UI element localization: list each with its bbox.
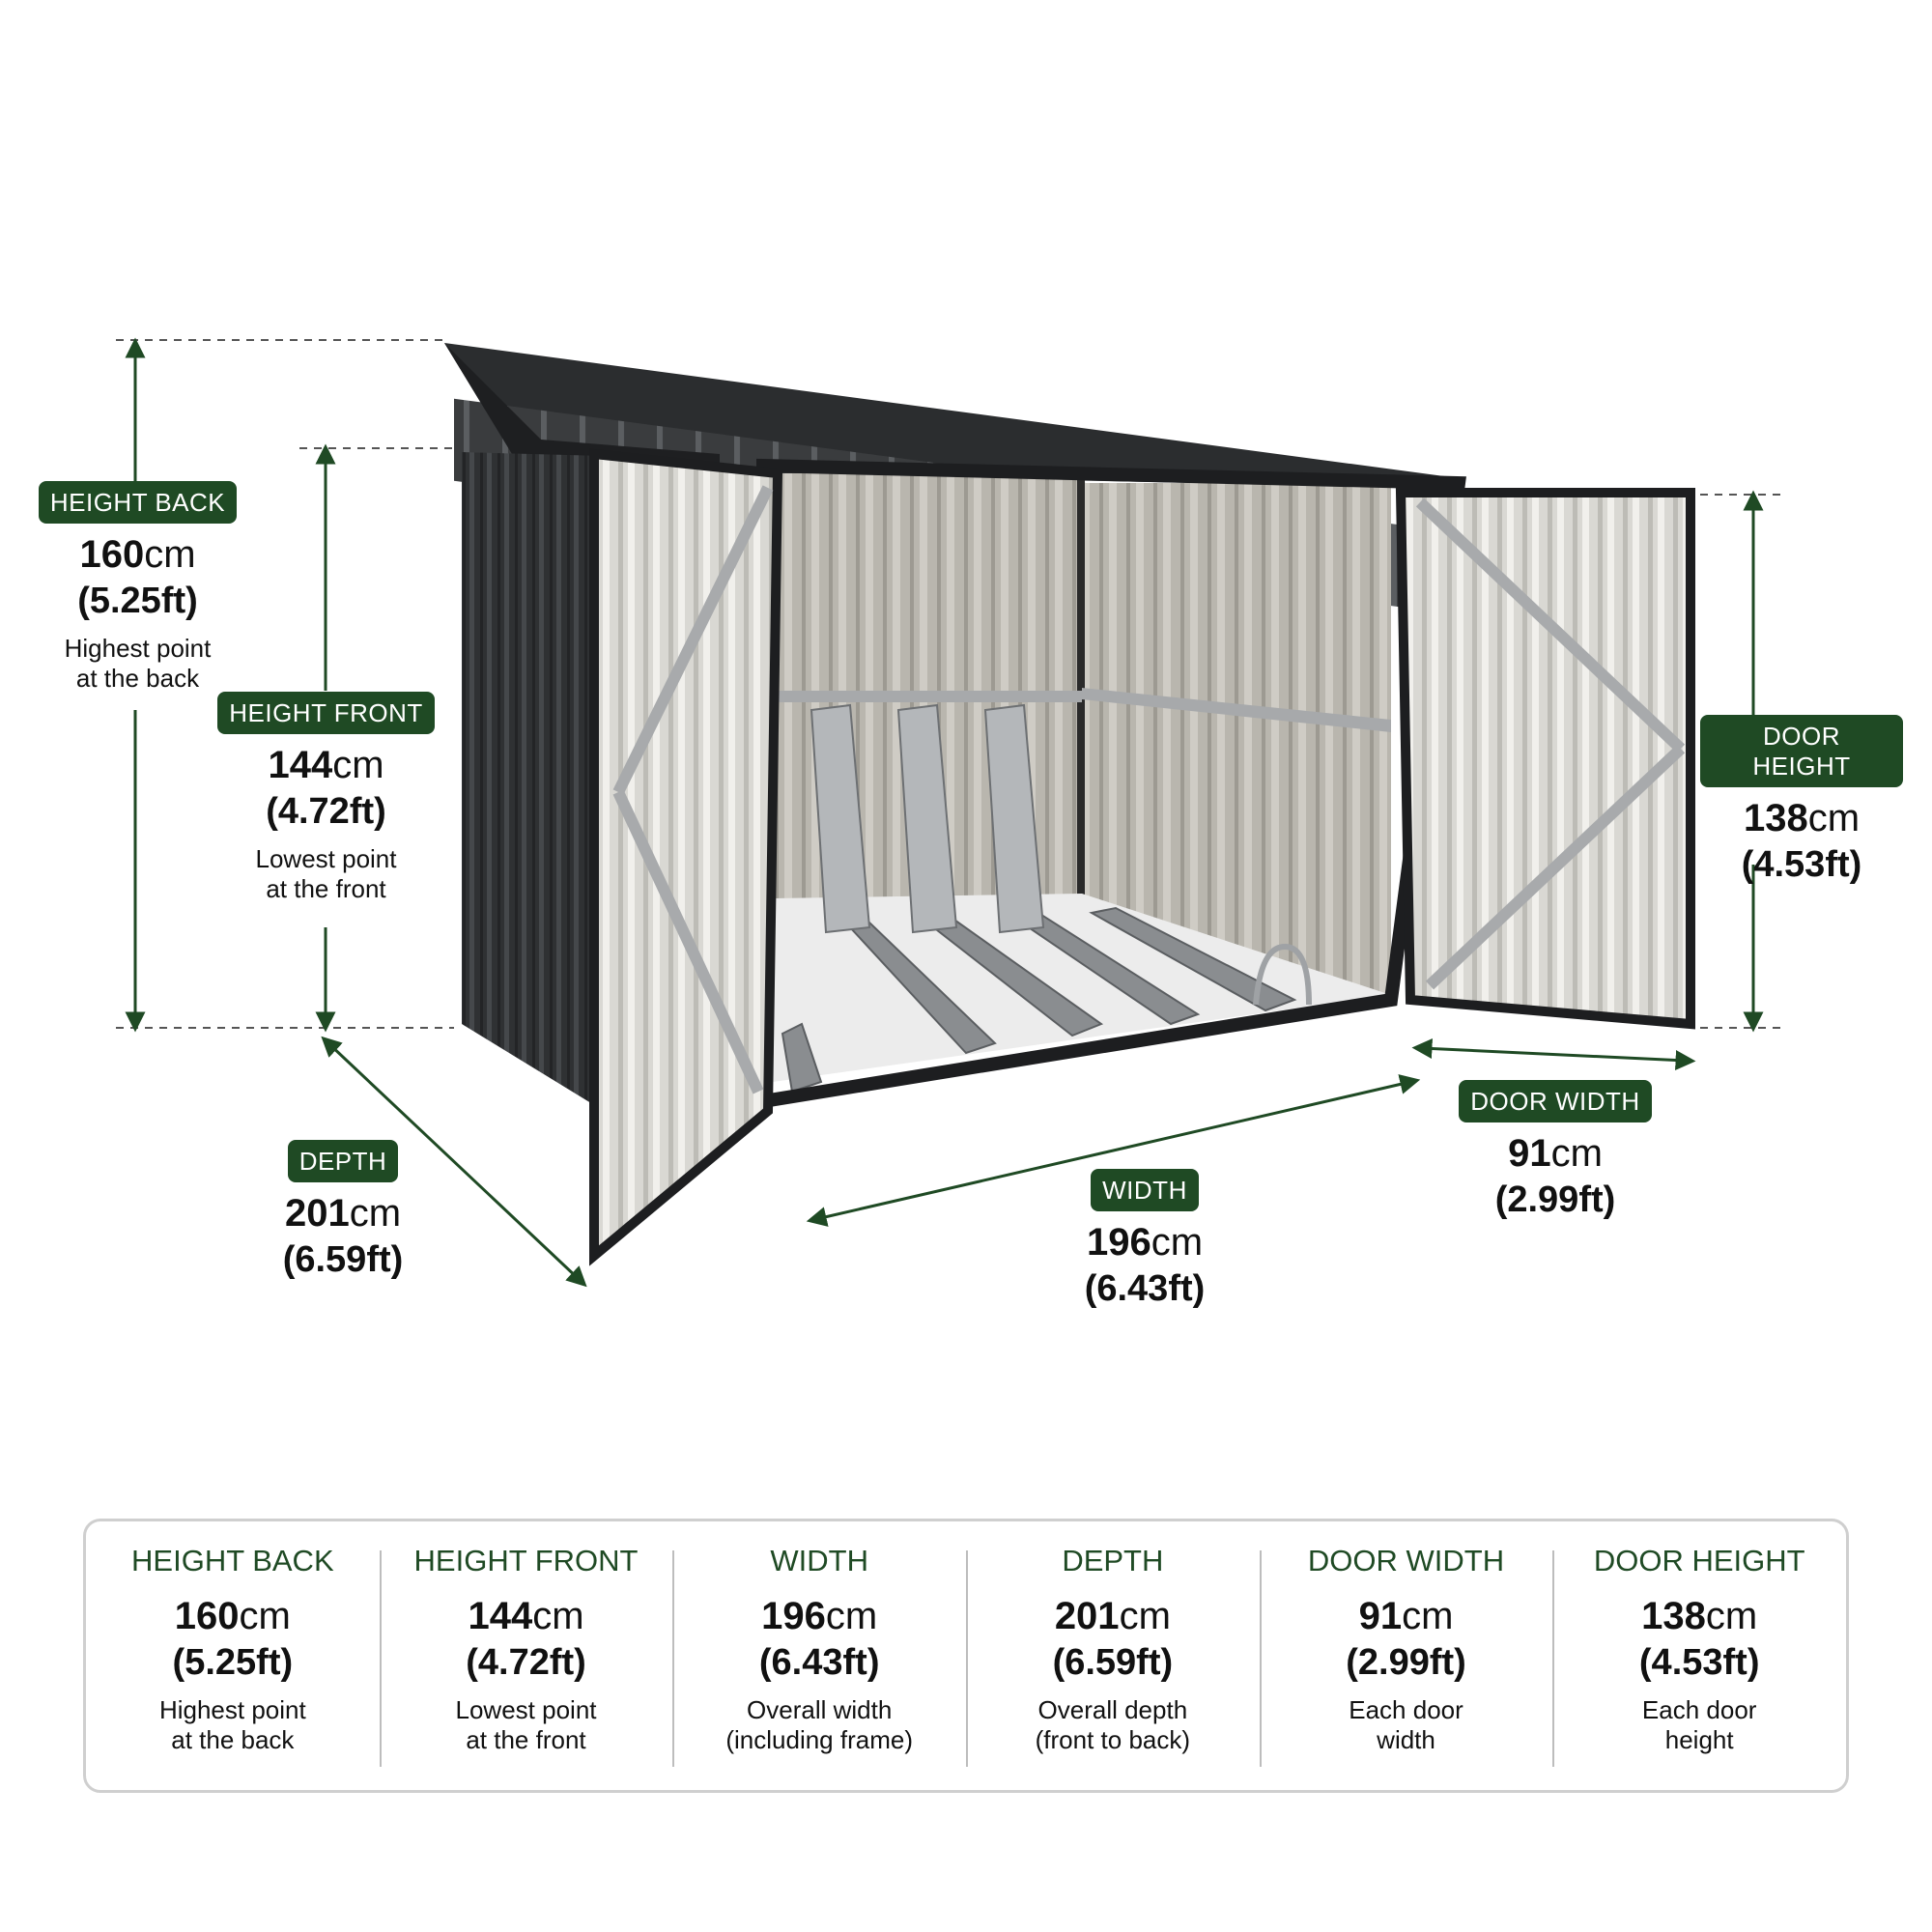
summary-label: WIDTH (770, 1544, 868, 1577)
summary-cm: 201cm (1054, 1595, 1171, 1637)
width-badge: WIDTH (1091, 1169, 1199, 1211)
summary-cell-height-back: HEIGHT BACK 160cm (5.25ft) Highest point… (86, 1521, 380, 1790)
door-height-callout: DOOR HEIGHT 138cm (4.53ft) (1700, 715, 1903, 888)
depth-cm: 201cm (284, 1192, 402, 1235)
door-height-cm: 138cm (1743, 797, 1861, 839)
summary-label: DEPTH (1062, 1544, 1164, 1577)
height-back-badge: HEIGHT BACK (38, 481, 238, 524)
width-ft: (6.43ft) (1084, 1268, 1206, 1309)
door-width-badge: DOOR WIDTH (1459, 1080, 1652, 1122)
summary-label: HEIGHT BACK (131, 1544, 334, 1577)
summary-label: DOOR WIDTH (1307, 1544, 1505, 1577)
summary-note: Overall depth(front to back) (1035, 1695, 1191, 1754)
depth-ft: (6.59ft) (282, 1239, 404, 1280)
summary-cm: 196cm (761, 1595, 878, 1637)
door-width-ft: (2.99ft) (1494, 1179, 1616, 1220)
summary-cm: 91cm (1358, 1595, 1454, 1637)
dimension-lines (116, 337, 1787, 1288)
summary-ft: (4.53ft) (1638, 1642, 1760, 1683)
summary-ft: (6.43ft) (758, 1642, 880, 1683)
summary-cell-depth: DEPTH 201cm (6.59ft) Overall depth(front… (966, 1521, 1260, 1790)
width-cm: 196cm (1086, 1221, 1204, 1264)
door-width-cm: 91cm (1508, 1132, 1603, 1175)
shed-body (444, 343, 1695, 1266)
dimensions-summary-table: HEIGHT BACK 160cm (5.25ft) Highest point… (83, 1519, 1849, 1793)
door-height-badge: DOOR HEIGHT (1700, 715, 1903, 787)
summary-cm: 144cm (468, 1595, 584, 1637)
depth-badge: DEPTH (287, 1140, 399, 1182)
width-callout: WIDTH 196cm (6.43ft) (1048, 1169, 1241, 1312)
summary-cm: 160cm (174, 1595, 291, 1637)
height-back-callout: HEIGHT BACK 160cm (5.25ft) Highest point… (19, 481, 256, 694)
summary-cm: 138cm (1641, 1595, 1758, 1637)
height-front-callout: HEIGHT FRONT 144cm (4.72ft) Lowest point… (213, 692, 440, 904)
height-back-cm: 160cm (79, 533, 196, 576)
depth-callout: DEPTH 201cm (6.59ft) (246, 1140, 440, 1283)
summary-ft: (5.25ft) (172, 1642, 294, 1683)
summary-cell-width: WIDTH 196cm (6.43ft) Overall width(inclu… (672, 1521, 966, 1790)
door-height-ft: (4.53ft) (1741, 844, 1862, 885)
summary-label: DOOR HEIGHT (1593, 1544, 1805, 1577)
summary-cell-height-front: HEIGHT FRONT 144cm (4.72ft) Lowest point… (379, 1521, 673, 1790)
height-front-cm: 144cm (268, 744, 384, 786)
summary-ft: (2.99ft) (1346, 1642, 1466, 1683)
door-width-callout: DOOR WIDTH 91cm (2.99ft) (1449, 1080, 1662, 1223)
summary-label: HEIGHT FRONT (413, 1544, 639, 1577)
height-front-ft: (4.72ft) (266, 791, 386, 832)
summary-ft: (6.59ft) (1052, 1642, 1174, 1683)
height-back-ft: (5.25ft) (77, 581, 198, 621)
summary-ft: (4.72ft) (466, 1642, 586, 1683)
summary-note: Overall width(including frame) (725, 1695, 913, 1754)
height-front-badge: HEIGHT FRONT (217, 692, 435, 734)
